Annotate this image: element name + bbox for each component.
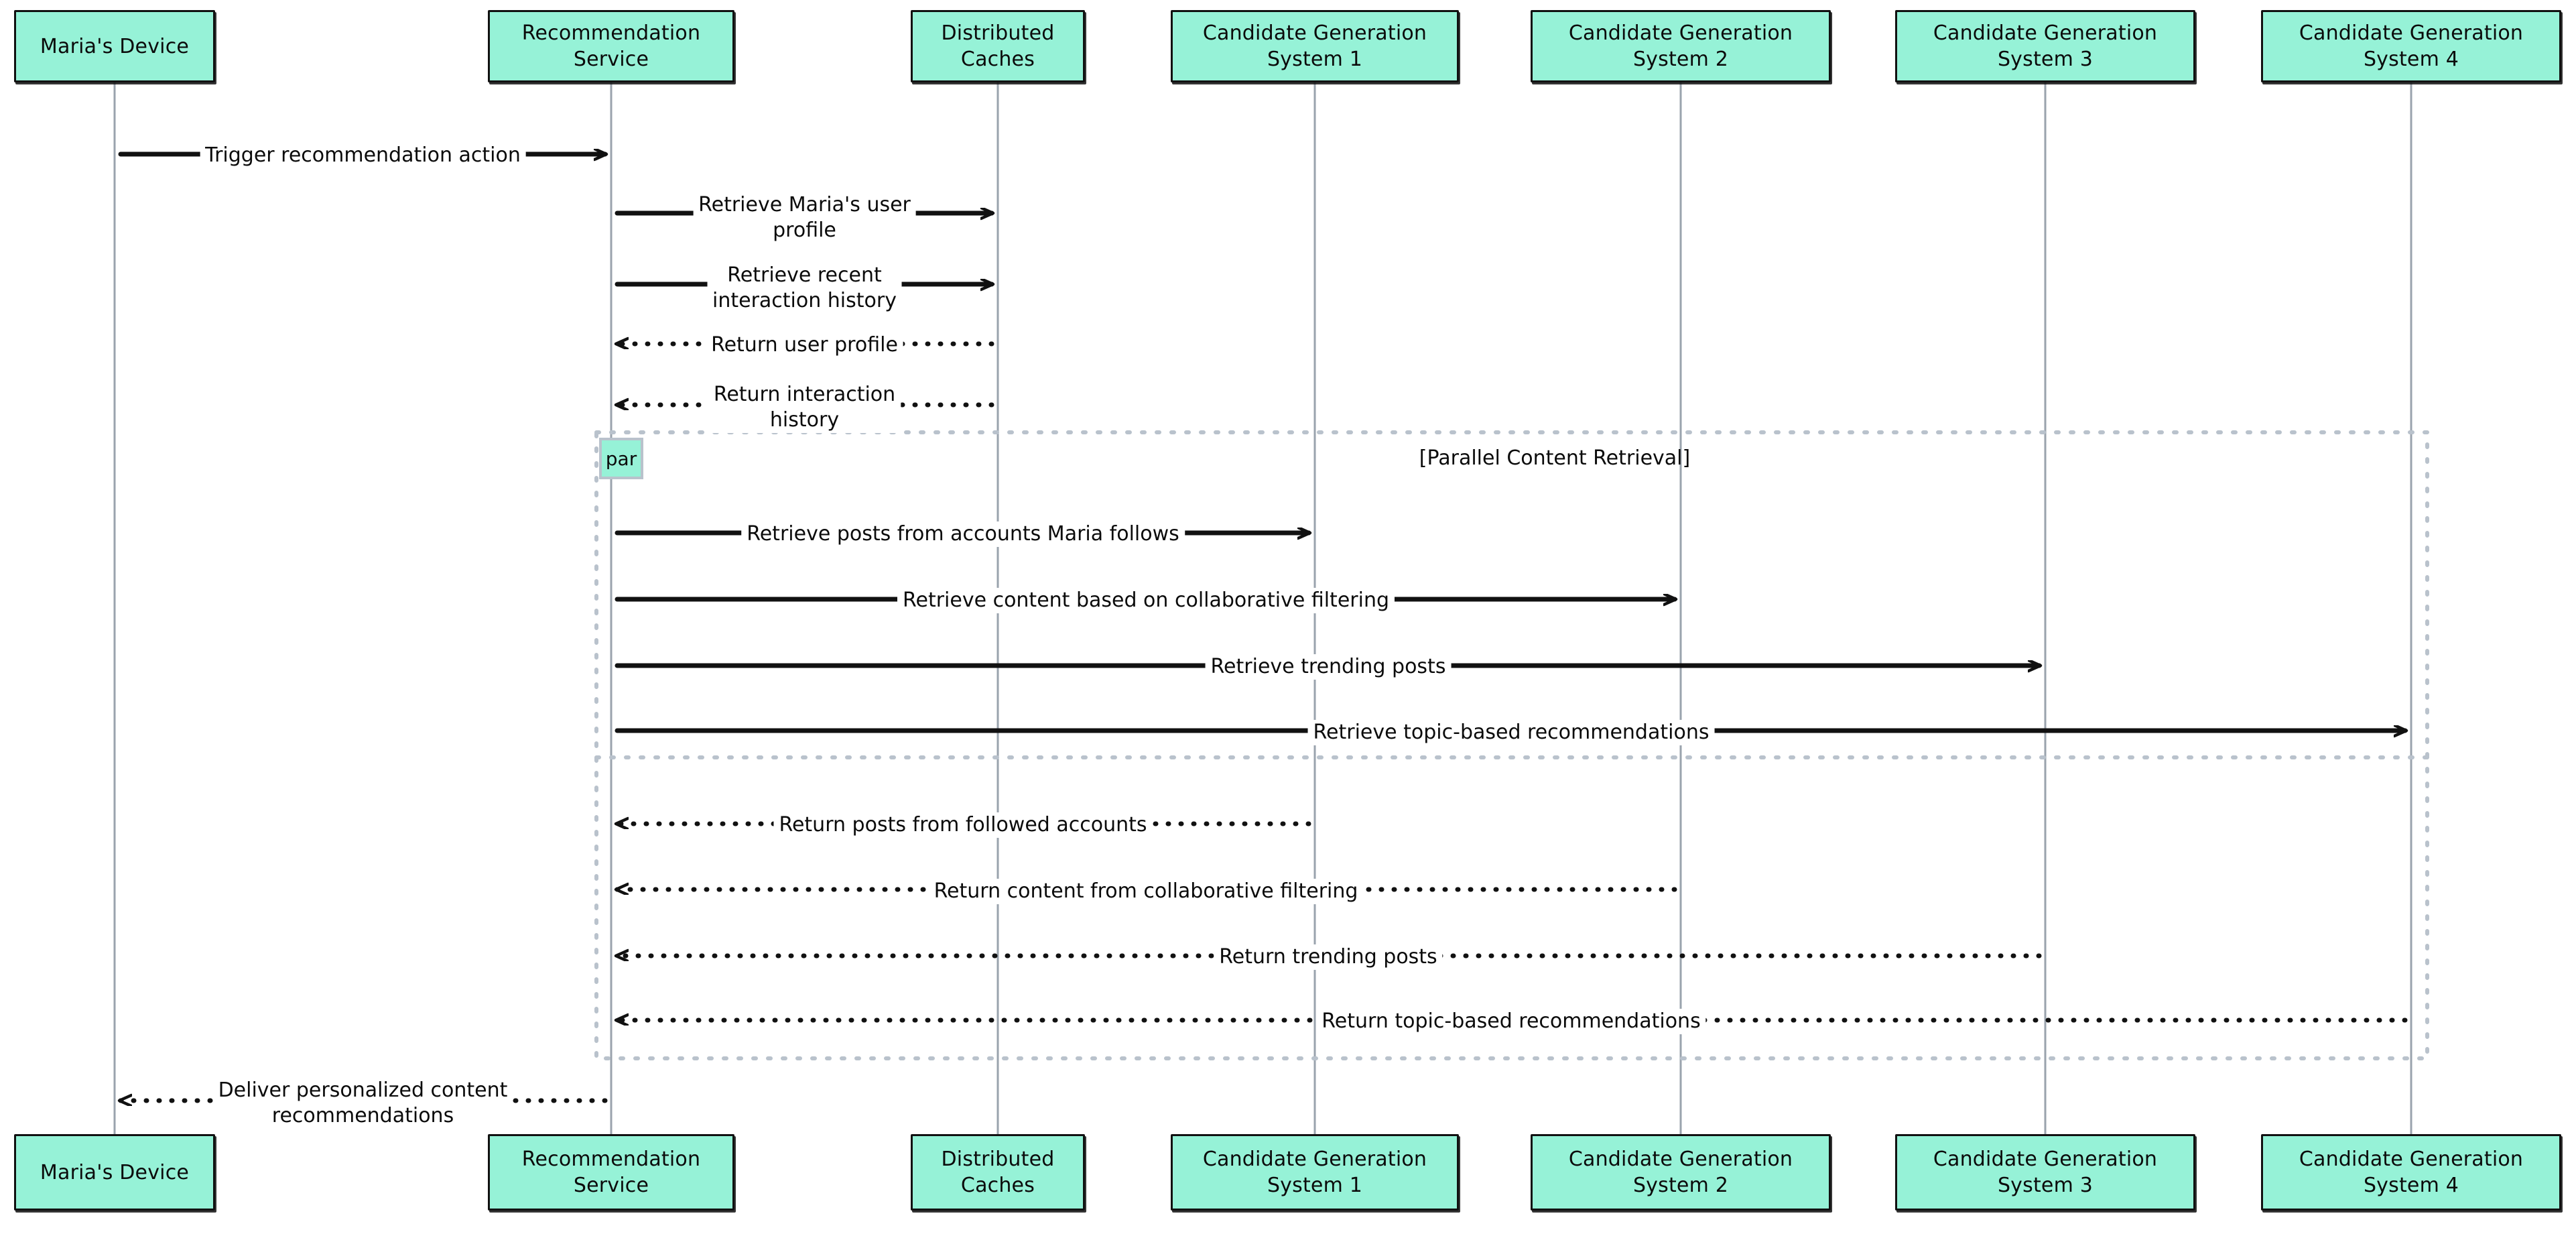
- participant-label: Candidate Generation System 2: [1568, 21, 1793, 71]
- fragment-frame: [594, 430, 2429, 1060]
- message-arrows-group: [121, 154, 2405, 1101]
- participant-label: Candidate Generation System 1: [1202, 1148, 1427, 1197]
- participant-box-cgs3-bottom[interactable]: Candidate Generation System 3: [1895, 1134, 2195, 1211]
- participant-label: Candidate Generation System 2: [1568, 1148, 1793, 1197]
- participant-label: Recommendation Service: [521, 21, 701, 71]
- participant-box-caches-bottom[interactable]: Distributed Caches: [911, 1134, 1085, 1211]
- participant-box-cgs4-top[interactable]: Candidate Generation System 4: [2261, 10, 2561, 82]
- participant-label: Distributed Caches: [941, 1148, 1055, 1197]
- participant-box-cgs2-bottom[interactable]: Candidate Generation System 2: [1531, 1134, 1831, 1211]
- participant-label: Recommendation Service: [521, 1148, 701, 1197]
- participant-box-cgs2-top[interactable]: Candidate Generation System 2: [1531, 10, 1831, 82]
- lifelines-group: [113, 82, 2412, 1134]
- participant-box-caches-top[interactable]: Distributed Caches: [911, 10, 1085, 82]
- participant-box-recsvc-bottom[interactable]: Recommendation Service: [488, 1134, 734, 1211]
- par-fragment-outline: [594, 430, 2429, 1060]
- participant-label: Candidate Generation System 1: [1202, 21, 1427, 71]
- participant-label: Maria's Device: [40, 34, 190, 58]
- participant-box-recsvc-top[interactable]: Recommendation Service: [488, 10, 734, 82]
- participant-label: Candidate Generation System 3: [1933, 21, 2158, 71]
- participant-box-device-top[interactable]: Maria's Device: [14, 10, 215, 82]
- participant-label: Distributed Caches: [941, 21, 1055, 71]
- participant-box-cgs3-top[interactable]: Candidate Generation System 3: [1895, 10, 2195, 82]
- participant-label: Candidate Generation System 4: [2299, 21, 2524, 71]
- participant-label: Candidate Generation System 3: [1933, 1148, 2158, 1197]
- fragment-kind-label: par: [599, 438, 643, 479]
- participant-box-cgs1-top[interactable]: Candidate Generation System 1: [1171, 10, 1459, 82]
- participant-label: Candidate Generation System 4: [2299, 1148, 2524, 1197]
- participant-box-device-bottom[interactable]: Maria's Device: [14, 1134, 215, 1211]
- participant-label: Maria's Device: [40, 1160, 190, 1184]
- participant-box-cgs4-bottom[interactable]: Candidate Generation System 4: [2261, 1134, 2561, 1211]
- fragment-title: [Parallel Content Retrieval]: [1419, 446, 1691, 470]
- participant-box-cgs1-bottom[interactable]: Candidate Generation System 1: [1171, 1134, 1459, 1211]
